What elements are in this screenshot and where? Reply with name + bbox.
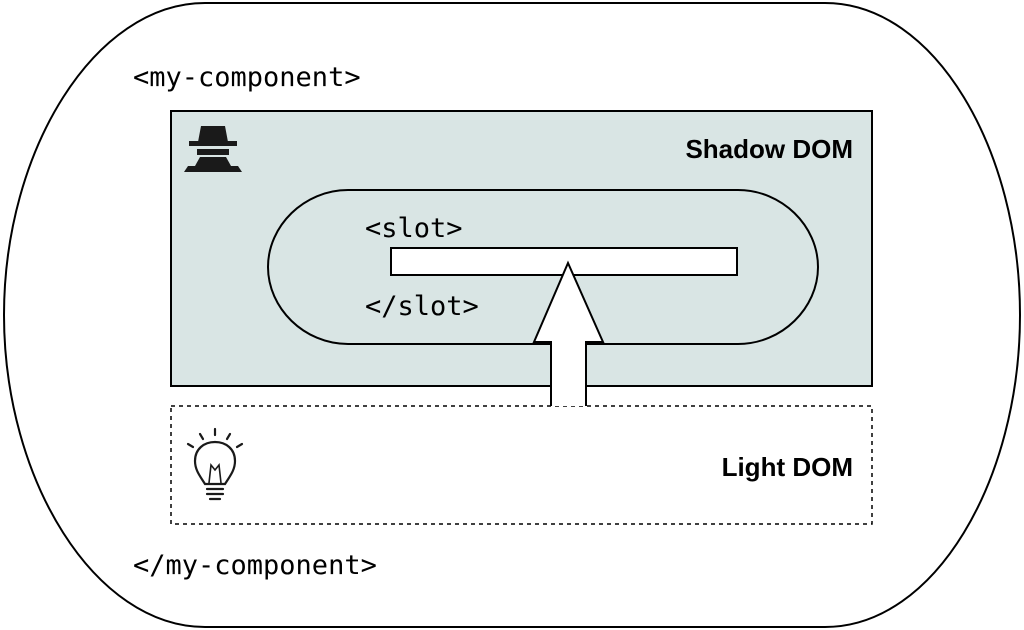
slot-close-tag: </slot> xyxy=(365,291,479,322)
slot-open-tag: <slot> xyxy=(365,213,463,244)
shadow-dom-label: Shadow DOM xyxy=(685,134,853,164)
my-component-open-tag: <my-component> xyxy=(133,62,361,93)
light-dom-box xyxy=(170,405,873,525)
light-dom-label: Light DOM xyxy=(722,452,853,482)
my-component-close-tag: </my-component> xyxy=(133,550,377,581)
projection-arrow xyxy=(532,260,605,406)
lightbulb-icon xyxy=(186,427,244,501)
spy-icon xyxy=(184,126,242,172)
